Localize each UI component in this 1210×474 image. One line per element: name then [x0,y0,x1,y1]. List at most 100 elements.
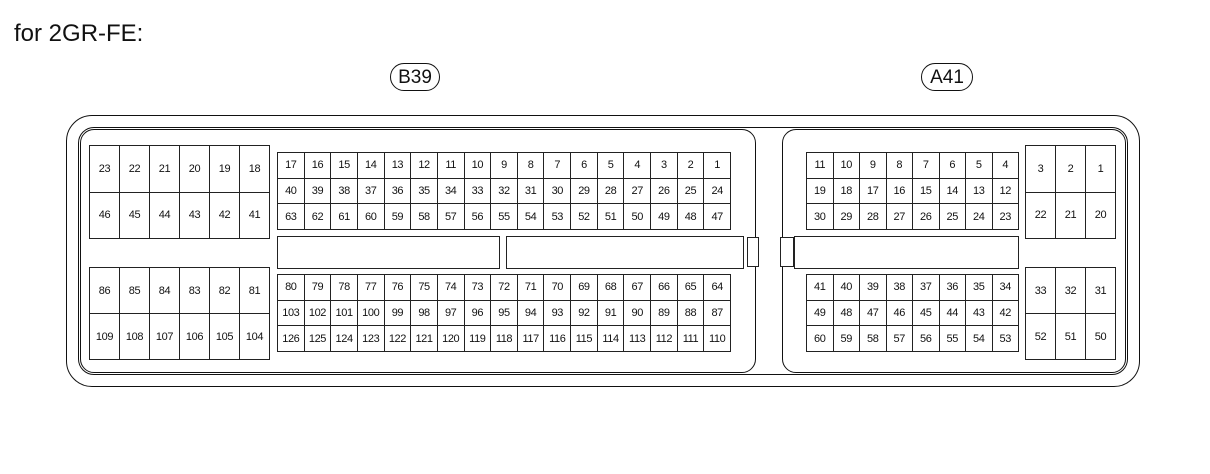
terminal-pin: 123 [357,326,385,352]
terminal-pin: 94 [517,300,545,327]
terminal-pin: 90 [624,300,652,327]
terminal-pin: 27 [886,204,913,230]
terminal-pin: 3 [1026,146,1056,193]
terminal-pin: 113 [624,326,652,352]
terminal-pin: 15 [331,153,358,179]
terminal-pin: 59 [384,204,412,230]
terminal-pin: 28 [860,204,887,230]
terminal-pin: 54 [966,326,993,352]
terminal-pin: 59 [833,326,860,352]
terminal-pin: 40 [833,275,860,301]
terminal-pin: 29 [571,178,598,205]
terminal-pin: 58 [411,204,438,230]
terminal-pin: 1 [1086,146,1116,193]
terminal-pin: 57 [437,204,465,230]
terminal-pin: 66 [651,275,678,301]
terminal-pin: 80 [278,275,305,301]
terminal-pin: 93 [544,300,572,327]
terminal-pin: 116 [544,326,572,352]
terminal-pin: 119 [464,326,492,352]
terminal-pin: 39 [304,178,332,205]
terminal-pin: 52 [1026,314,1056,360]
terminal-pin: 85 [120,268,150,314]
terminal-pin: 42 [210,192,240,239]
terminal-pin: 86 [90,268,120,314]
terminal-pin: 46 [886,300,913,327]
terminal-pin: 34 [437,178,465,205]
terminal-pin: 68 [597,275,625,301]
terminal-pin: 8 [886,153,913,179]
terminal-pin: 20 [1086,192,1116,239]
connector-housing-inner [78,127,1128,375]
terminal-pin: 9 [491,153,518,179]
latch-notch-b39 [747,237,759,267]
terminal-pin: 108 [120,314,150,360]
terminal-pin: 89 [651,300,678,327]
terminal-pin: 44 [150,192,180,239]
terminal-pin: 32 [1056,268,1086,314]
terminal-pin: 88 [677,300,705,327]
terminal-pin: 14 [939,178,966,205]
terminal-pin: 118 [491,326,518,352]
terminal-pin: 48 [677,204,705,230]
terminal-pin: 114 [597,326,625,352]
terminal-pin: 50 [1086,314,1116,360]
terminal-pin: 13 [966,178,993,205]
connector-label-b39: B39 [390,63,440,91]
terminal-pin: 25 [939,204,966,230]
terminal-pin: 56 [464,204,492,230]
connector-label-a41: A41 [921,63,973,91]
terminal-pin: 47 [860,300,887,327]
terminal-pin: 19 [807,178,834,205]
terminal-pin: 5 [597,153,625,179]
terminal-pin: 95 [491,300,518,327]
terminal-pin: 41 [807,275,834,301]
terminal-pin: 72 [491,275,518,301]
terminal-pin: 58 [860,326,887,352]
terminal-pin: 41 [240,192,270,239]
terminal-pin: 126 [278,326,305,352]
terminal-pin: 21 [150,146,180,193]
terminal-pin: 40 [278,178,305,205]
terminal-pin: 53 [544,204,572,230]
terminal-pin: 56 [913,326,940,352]
terminal-pin: 12 [411,153,438,179]
terminal-pin: 19 [210,146,240,193]
terminal-pin: 46 [90,192,120,239]
terminal-pin: 27 [624,178,652,205]
blank-slot-b39-right [506,236,744,269]
terminal-pin: 23 [90,146,120,193]
terminal-pin: 36 [384,178,412,205]
terminal-pin: 18 [240,146,270,193]
terminal-pin: 71 [517,275,545,301]
terminal-pin: 11 [807,153,834,179]
terminal-pin: 117 [517,326,545,352]
terminal-pin: 31 [517,178,545,205]
terminal-pin: 7 [544,153,572,179]
terminal-pin: 24 [966,204,993,230]
terminal-pin: 26 [651,178,678,205]
terminal-pin: 26 [913,204,940,230]
terminal-pin: 44 [939,300,966,327]
terminal-pin: 7 [913,153,940,179]
terminal-pin: 75 [411,275,438,301]
terminal-pin: 124 [331,326,358,352]
terminal-pin: 38 [886,275,913,301]
terminal-pin: 49 [651,204,678,230]
terminal-pin: 100 [357,300,385,327]
terminal-pin: 4 [624,153,652,179]
terminal-pin: 87 [704,300,731,327]
terminal-pin: 73 [464,275,492,301]
terminal-pin: 33 [464,178,492,205]
terminal-pin: 69 [571,275,598,301]
terminal-pin: 54 [517,204,545,230]
terminal-pin: 60 [807,326,834,352]
terminal-pin: 120 [437,326,465,352]
terminal-pin: 20 [180,146,210,193]
terminal-pin: 83 [180,268,210,314]
terminal-pin: 29 [833,204,860,230]
terminal-pin: 84 [150,268,180,314]
terminal-pin: 63 [278,204,305,230]
